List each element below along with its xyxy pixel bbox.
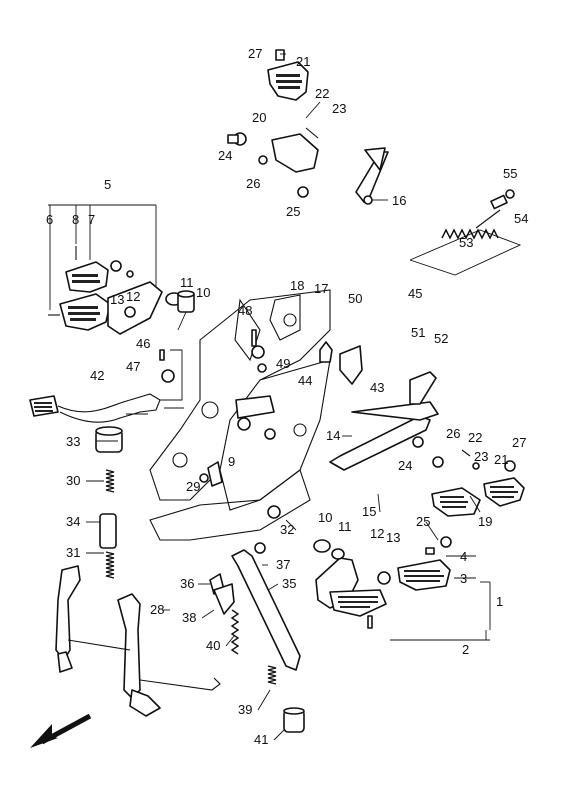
callout-16: 16 (392, 193, 406, 208)
callout-ticks (86, 435, 439, 741)
rider-footrest-left (48, 246, 163, 335)
callout-37: 37 (276, 557, 290, 572)
callout-8: 8 (72, 212, 79, 227)
callout-12: 12 (126, 289, 140, 304)
shift-linkage (235, 329, 363, 440)
callout-30: 30 (66, 473, 80, 488)
callout-33: 33 (66, 434, 80, 449)
callout-28: 28 (150, 602, 164, 617)
callout-11: 11 (180, 275, 194, 290)
callout-35: 35 (282, 576, 296, 591)
callout-21: 21 (296, 54, 310, 69)
callout-10: 10 (196, 285, 210, 300)
main-stand (55, 565, 221, 717)
leader-lines (48, 53, 491, 641)
brake-pedal (329, 371, 480, 471)
bushings-upper (165, 290, 195, 313)
callout-29: 29 (186, 479, 200, 494)
callout-39: 39 (238, 702, 252, 717)
callout-15: 15 (362, 504, 376, 519)
callout-22: 22 (315, 86, 329, 101)
callout-45: 45 (408, 286, 422, 301)
callout-52: 52 (434, 331, 448, 346)
callout-46: 46 (136, 336, 150, 351)
callout-11b: 11 (338, 519, 352, 534)
rider-footrest-right (431, 460, 525, 548)
callout-7: 7 (88, 212, 95, 227)
shift-pedal (29, 349, 175, 423)
callout-9: 9 (228, 454, 235, 469)
callout-47: 47 (126, 359, 140, 374)
callout-40: 40 (206, 638, 220, 653)
callout-36: 36 (180, 576, 194, 591)
callout-43: 43 (370, 380, 384, 395)
callout-27b: 27 (512, 435, 526, 450)
callout-21b: 21 (494, 452, 508, 467)
callout-17: 17 (314, 281, 328, 296)
callout-12b: 12 (370, 526, 384, 541)
callout-19: 19 (478, 514, 492, 529)
callout-25: 25 (286, 204, 300, 219)
callout-24: 24 (218, 148, 232, 163)
callout-48: 48 (238, 303, 252, 318)
callout-5: 5 (104, 177, 111, 192)
callout-4: 4 (460, 549, 467, 564)
front-arrow-icon (30, 713, 94, 748)
callout-26: 26 (246, 176, 260, 191)
callout-44: 44 (298, 373, 312, 388)
callout-50: 50 (348, 291, 362, 306)
callout-20: 20 (252, 110, 266, 125)
callout-26b: 26 (446, 426, 460, 441)
callout-32: 32 (280, 522, 294, 537)
callout-3: 3 (460, 571, 467, 586)
callout-55: 55 (503, 166, 517, 181)
callout-51: 51 (411, 325, 425, 340)
callout-25b: 25 (416, 514, 430, 529)
callout-38: 38 (182, 610, 196, 625)
passenger-footrest-upper (227, 49, 389, 205)
callout-23: 23 (332, 101, 346, 116)
callout-49: 49 (276, 356, 290, 371)
callout-6: 6 (46, 212, 53, 227)
rider-footrest-bracket-lower (313, 539, 451, 629)
callout-13: 13 (110, 292, 124, 307)
callout-14: 14 (326, 428, 340, 443)
callout-53: 53 (459, 235, 473, 250)
callouts: 27 21 22 23 20 24 26 25 16 55 54 53 5 6 … (46, 46, 528, 747)
callout-34: 34 (66, 514, 80, 529)
callout-1: 1 (496, 594, 503, 609)
callout-18: 18 (290, 278, 304, 293)
callout-54: 54 (514, 211, 528, 226)
callout-13b: 13 (386, 530, 400, 545)
callout-27: 27 (248, 46, 262, 61)
side-stand (209, 542, 305, 733)
callout-41: 41 (254, 732, 268, 747)
callout-2: 2 (462, 642, 469, 657)
callout-10b: 10 (318, 510, 332, 525)
callout-31: 31 (66, 545, 80, 560)
callout-42: 42 (90, 368, 104, 383)
callout-24b: 24 (398, 458, 412, 473)
brake-rod (409, 189, 522, 276)
callout-22b: 22 (468, 430, 482, 445)
callout-23b: 23 (474, 449, 488, 464)
